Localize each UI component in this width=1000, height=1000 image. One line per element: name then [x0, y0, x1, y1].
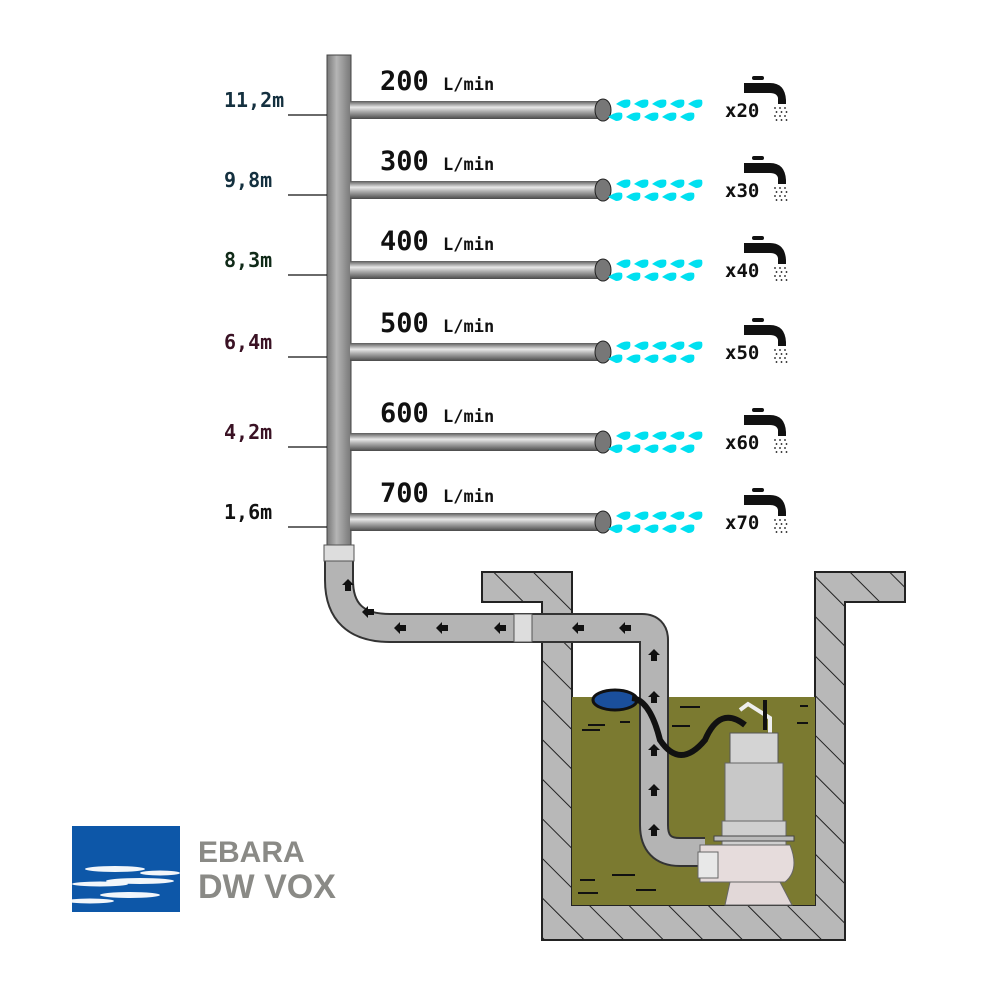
- branch-pipe: [350, 433, 602, 451]
- pipe-outlet: [594, 430, 612, 454]
- branch-pipe: [350, 261, 602, 279]
- faucet-icon: [744, 236, 788, 281]
- water-drops-icon: [608, 341, 703, 363]
- tap-count: x40: [725, 260, 759, 282]
- flow-value: 200: [380, 66, 429, 97]
- tap-count: x60: [725, 432, 759, 454]
- pipe-union: [513, 613, 533, 643]
- logo-line1: EBARA: [198, 836, 305, 869]
- branch-row: 6,4m 500 L/min x50: [224, 308, 788, 364]
- flow-unit: L/min: [443, 235, 494, 255]
- pipe-fitting: [323, 544, 355, 562]
- branch-pipe: [350, 343, 602, 361]
- branch-row: 8,3m 400 L/min x40: [224, 226, 788, 282]
- water-drops-icon: [608, 511, 703, 533]
- riser-pipe: [326, 54, 352, 549]
- height-label: 8,3m: [224, 248, 272, 272]
- faucet-icon: [744, 488, 788, 533]
- height-label: 4,2m: [224, 420, 272, 444]
- pipe-outlet: [594, 98, 612, 122]
- flow-arrow-icon: [648, 744, 660, 756]
- height-label: 11,2m: [224, 88, 284, 112]
- flow-arrow-icon: [648, 649, 660, 661]
- pipe-outlet: [594, 258, 612, 282]
- height-label: 9,8m: [224, 168, 272, 192]
- pipe-outlet: [594, 340, 612, 364]
- flow-unit: L/min: [443, 487, 494, 507]
- flow-arrow-icon: [648, 691, 660, 703]
- flow-arrow-icon: [648, 824, 660, 836]
- flow-unit: L/min: [443, 75, 494, 95]
- tap-count: x50: [725, 342, 759, 364]
- water-drops-icon: [608, 179, 703, 201]
- branch-pipe: [350, 101, 602, 119]
- tap-count: x70: [725, 512, 759, 534]
- flow-unit: L/min: [443, 317, 494, 337]
- tap-count: x20: [725, 100, 759, 122]
- faucet-icon: [744, 156, 788, 201]
- logo-line2: DW VOX: [198, 868, 336, 906]
- flow-value: 400: [380, 226, 429, 257]
- water-ripples: [578, 705, 808, 894]
- branch-row: 9,8m 300 L/min x30: [224, 146, 788, 202]
- float-switch: [591, 688, 639, 712]
- float-cable: [631, 695, 747, 758]
- height-label: 6,4m: [224, 330, 272, 354]
- pipe-outlet: [594, 178, 612, 202]
- flow-arrow-icon: [619, 622, 631, 634]
- branch-row: 4,2m 600 L/min x60: [224, 398, 788, 454]
- flow-unit: L/min: [443, 407, 494, 427]
- flow-value: 500: [380, 308, 429, 339]
- height-label: 1,6m: [224, 500, 272, 524]
- branch-pipe: [350, 513, 602, 531]
- submersible-pump: [697, 700, 795, 906]
- faucet-icon: [744, 76, 788, 121]
- flow-unit: L/min: [443, 155, 494, 175]
- flow-arrow-icon: [494, 622, 506, 634]
- faucet-icon: [744, 318, 788, 363]
- branch-pipe: [350, 181, 602, 199]
- flow-arrow-icon: [572, 622, 584, 634]
- flow-value: 600: [380, 398, 429, 429]
- ebara-logo: EBARA DW VOX: [66, 826, 336, 912]
- branch-row: 11,2m 200 L/min x20: [224, 66, 788, 122]
- flow-arrow-icon: [648, 784, 660, 796]
- flow-arrow-icon: [342, 579, 354, 591]
- pipe-outlet: [594, 510, 612, 534]
- faucet-icon: [744, 408, 788, 453]
- flow-value: 300: [380, 146, 429, 177]
- tap-count: x30: [725, 180, 759, 202]
- flow-arrow-icon: [394, 622, 406, 634]
- water-drops-icon: [608, 259, 703, 281]
- branch-row: 1,6m 700 L/min x70: [224, 478, 788, 534]
- water-drops-icon: [608, 99, 703, 121]
- flow-value: 700: [380, 478, 429, 509]
- flow-arrow-icon: [436, 622, 448, 634]
- water-drops-icon: [608, 431, 703, 453]
- flow-arrow-icon: [362, 606, 374, 618]
- flow-arrows: [342, 579, 660, 836]
